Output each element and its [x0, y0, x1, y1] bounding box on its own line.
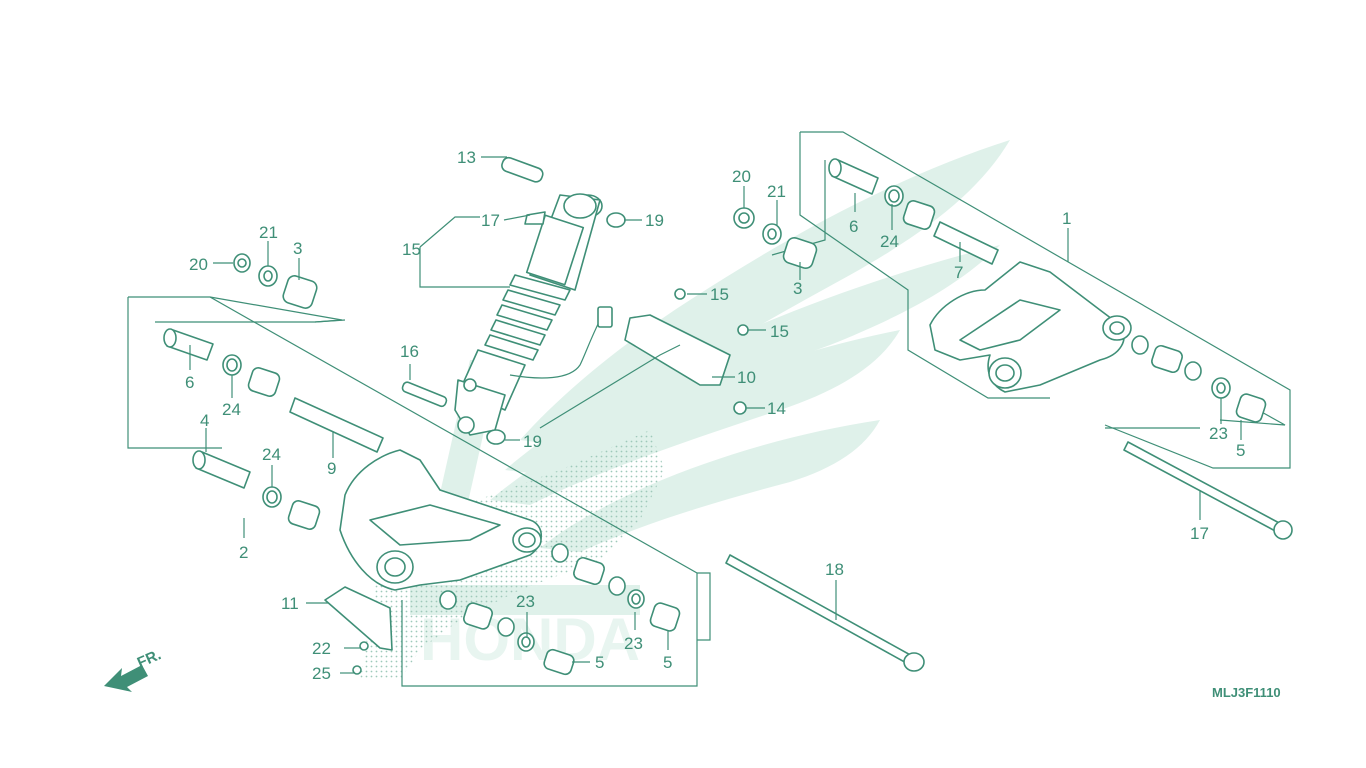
callout-23-a: 23 [516, 592, 535, 611]
right-swingarm-bracket [771, 131, 1291, 469]
left-bushings [163, 253, 384, 530]
callout-4: 4 [200, 411, 209, 430]
callout-15-b: 15 [770, 322, 789, 341]
left-swingarm-bracket [127, 296, 711, 687]
callout-24-c: 24 [880, 232, 899, 251]
callout-12: 17 [481, 211, 500, 230]
callout-3-left: 3 [293, 239, 302, 258]
callout-5-a: 5 [595, 653, 604, 672]
left-swingarm [339, 449, 543, 591]
callout-18: 18 [825, 560, 844, 579]
callout-9: 15 [402, 240, 421, 259]
rear-shock-absorber [401, 156, 626, 445]
callout-22: 22 [312, 639, 331, 658]
chain-slider [324, 586, 393, 675]
lower-bushings [439, 543, 681, 676]
callout-20-right: 20 [732, 167, 751, 186]
callout-16: 16 [400, 342, 419, 361]
callout-7: 7 [954, 263, 963, 282]
callout-24-b: 24 [262, 445, 281, 464]
callout-3-right: 3 [793, 279, 802, 298]
callout-2: 2 [239, 543, 248, 562]
callout-23-b: 23 [624, 634, 643, 653]
callout-20-left: 20 [189, 255, 208, 274]
callout-11: 11 [281, 594, 299, 613]
diagram-code: MLJ3F1110 [1212, 685, 1281, 700]
callout-6-right: 6 [849, 217, 858, 236]
callout-5-c: 5 [1236, 441, 1245, 460]
callout-labels: 13 17 15 19 20 21 3 6 24 4 24 9 2 16 19 … [185, 148, 1245, 683]
callout-5-b: 5 [663, 653, 672, 672]
callout-6-left: 6 [185, 373, 194, 392]
leader-lines [189, 156, 1242, 674]
sensor-assembly [509, 288, 749, 415]
callout-21-left: 21 [259, 223, 278, 242]
callout-15-a: 15 [710, 285, 729, 304]
callout-23-c: 23 [1209, 424, 1228, 443]
front-label: FR. [135, 646, 164, 671]
front-direction-arrow: FR. [104, 646, 164, 692]
callout-24-a: 24 [222, 400, 241, 419]
callout-10: 10 [737, 368, 756, 387]
axles [725, 441, 1293, 672]
callout-14: 14 [767, 399, 786, 418]
callout-1: 1 [1062, 209, 1071, 228]
callout-19-bottom: 19 [523, 432, 542, 451]
callout-21-right: 21 [767, 182, 786, 201]
callout-13: 13 [457, 148, 476, 167]
callout-25: 25 [312, 664, 331, 683]
callout-19-top: 19 [645, 211, 664, 230]
callout-8: 9 [327, 459, 336, 478]
callout-17: 17 [1190, 524, 1209, 543]
right-swingarm [929, 261, 1132, 393]
